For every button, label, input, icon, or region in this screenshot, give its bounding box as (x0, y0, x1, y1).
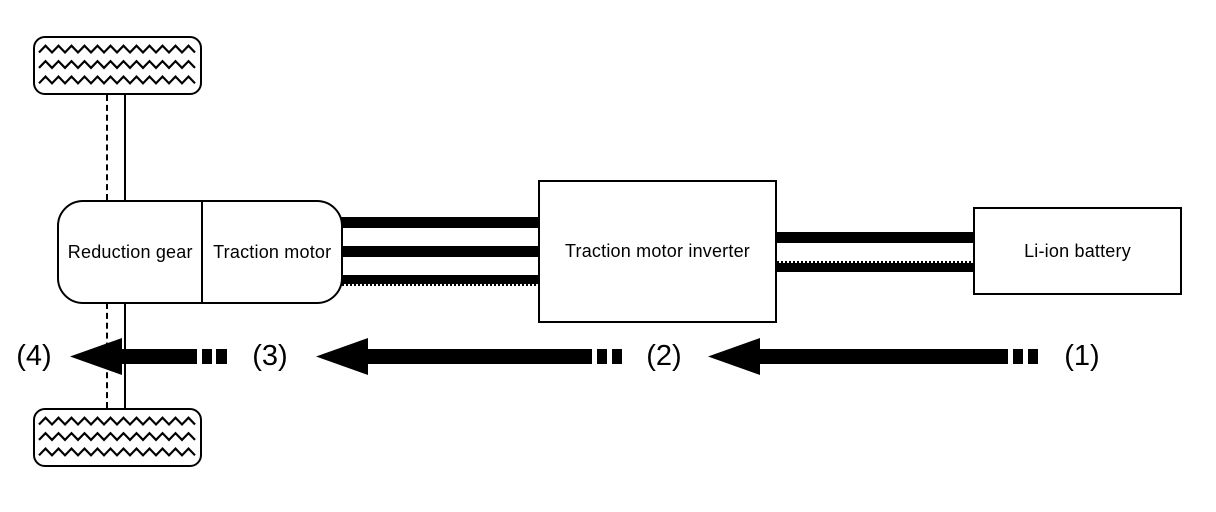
ac-cable-1 (340, 217, 542, 228)
flow-arrow-left-icon (316, 338, 622, 375)
traction-motor-section: Traction motor (203, 202, 341, 302)
inverter-box: Traction motor inverter (538, 180, 777, 323)
flow-arrow-left-icon (708, 338, 1038, 375)
battery-label: Li-ion battery (1024, 240, 1131, 261)
tire-tread-icon (37, 44, 197, 85)
wheel-bottom (33, 408, 202, 467)
flow-step-1-label: (1) (1064, 340, 1100, 372)
reduction-gear-label: Reduction gear (67, 241, 193, 262)
drivetrain-box: Reduction gear Traction motor (57, 200, 343, 304)
dc-cable-1 (775, 232, 977, 243)
flow-arrow-left-icon (70, 338, 227, 375)
traction-motor-label: Traction motor (213, 241, 332, 262)
ac-cable-3 (340, 275, 542, 286)
ac-cable-2 (340, 246, 542, 257)
battery-box: Li-ion battery (973, 207, 1182, 295)
flow-step-3-label: (3) (252, 340, 288, 372)
tire-tread-icon (38, 416, 196, 457)
flow-step-2-label: (2) (646, 340, 682, 372)
dc-cable-2 (775, 261, 977, 272)
reduction-gear-section: Reduction gear (59, 202, 204, 302)
wheel-top (33, 36, 202, 95)
flow-step-4-label: (4) (16, 340, 52, 372)
inverter-label: Traction motor inverter (565, 241, 750, 261)
